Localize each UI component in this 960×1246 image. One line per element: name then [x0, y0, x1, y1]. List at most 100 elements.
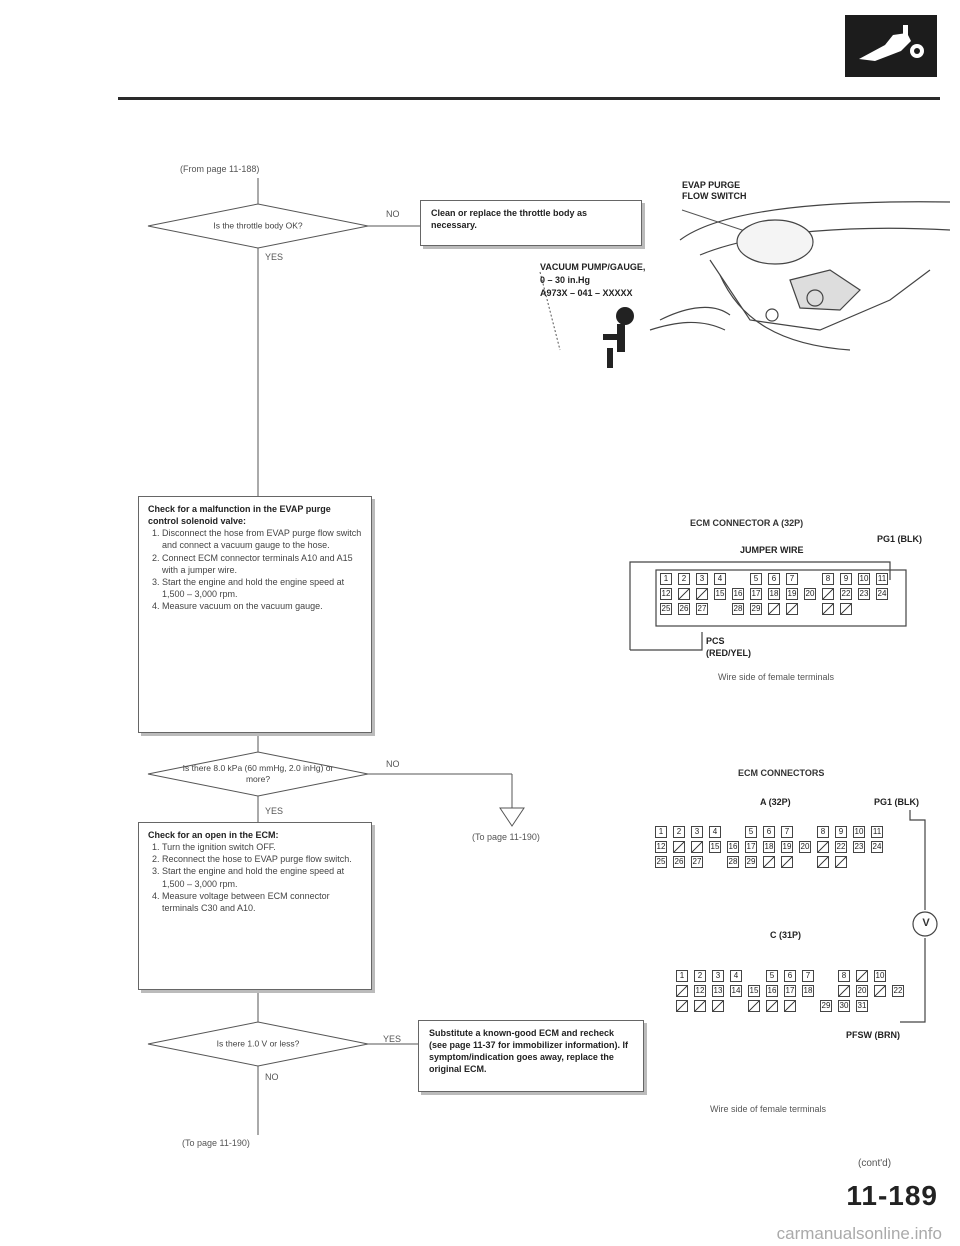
voltmeter-symbol: V: [922, 917, 930, 929]
connector-terminal: [840, 603, 852, 615]
q3-no-label: NO: [265, 1072, 279, 1082]
connector-terminal: 17: [784, 985, 796, 997]
connector-terminal: 18: [802, 985, 814, 997]
check-ecm-open: Check for an open in the ECM: Turn the i…: [138, 822, 372, 990]
connector-terminal: 25: [660, 603, 672, 615]
engine-illustration: [649, 201, 950, 351]
engine-section-icon: [845, 15, 937, 77]
connector-terminal: [835, 856, 847, 868]
connector-terminal: 13: [712, 985, 724, 997]
connector-terminal: 5: [766, 970, 778, 982]
from-page-ref: (From page 11-188): [180, 164, 260, 174]
connector-terminal: 3: [712, 970, 724, 982]
connector-terminal: 15: [709, 841, 721, 853]
connector2-a-label: A (32P): [760, 797, 791, 807]
connector-terminal: 29: [745, 856, 757, 868]
connector-terminal: 18: [768, 588, 780, 600]
check2-title: Check for an open in the ECM:: [148, 830, 279, 840]
vacuum-label-1: VACUUM PUMP/GAUGE,: [540, 262, 646, 272]
connector-terminal: 6: [784, 970, 796, 982]
connector-terminal: [673, 841, 685, 853]
connector-terminal: 30: [838, 1000, 850, 1012]
connector-terminal: 2: [694, 970, 706, 982]
connector-terminal: 20: [804, 588, 816, 600]
connector-terminal: 8: [822, 573, 834, 585]
connector-terminal: 12: [655, 841, 667, 853]
connector-terminal: 10: [858, 573, 870, 585]
connector-terminal: 27: [691, 856, 703, 868]
connector-terminal: 20: [856, 985, 868, 997]
connector-terminal: 2: [673, 826, 685, 838]
connector-terminal: [766, 1000, 778, 1012]
connector-terminal: 16: [727, 841, 739, 853]
connector-terminal: 8: [838, 970, 850, 982]
connector-terminal: [817, 856, 829, 868]
connector-terminal: 16: [766, 985, 778, 997]
connector-terminal: 31: [856, 1000, 868, 1012]
action-substitute-ecm: Substitute a known-good ECM and recheck …: [418, 1020, 644, 1092]
connector-terminal: 7: [781, 826, 793, 838]
connector-terminal: 2: [678, 573, 690, 585]
watermark: carmanualsonline.info: [776, 1224, 942, 1243]
connector-terminal: [712, 1000, 724, 1012]
connector-terminal: 8: [817, 826, 829, 838]
action-clean-throttle: Clean or replace the throttle body as ne…: [420, 200, 642, 246]
connector-terminal: 26: [678, 603, 690, 615]
q3-yes-label: YES: [383, 1034, 402, 1044]
connector-terminal: 6: [768, 573, 780, 585]
connector2-pfsw: PFSW (BRN): [846, 1030, 900, 1040]
connector2-pg1: PG1 (BLK): [874, 797, 919, 807]
decision-vacuum: Is there 8.0 kPa (60 mmHg, 2.0 inHg) or …: [182, 762, 334, 784]
to-page-b: (To page 11-190): [182, 1138, 250, 1148]
connector-terminal: 1: [660, 573, 672, 585]
connector-terminal: [696, 588, 708, 600]
connector-terminal: [786, 603, 798, 615]
connector2-wiring: [900, 810, 938, 1023]
connector-terminal: 9: [835, 826, 847, 838]
connector-terminal: 1: [676, 970, 688, 982]
connector-terminal: 7: [802, 970, 814, 982]
vacuum-gauge-icon: [603, 307, 634, 368]
connector-terminal: 29: [820, 1000, 832, 1012]
connector1-jumper: JUMPER WIRE: [740, 545, 804, 555]
decision-voltage: Is there 1.0 V or less?: [216, 1038, 300, 1049]
check1-steps: Disconnect the hose from EVAP purge flow…: [148, 527, 362, 612]
connector-terminal: 5: [750, 573, 762, 585]
connector-terminal: 29: [750, 603, 762, 615]
vacuum-label-3: A973X – 041 – XXXXX: [540, 288, 633, 298]
connector2-c-label: C (31P): [770, 930, 802, 940]
decision-throttle-body: Is the throttle body OK?: [213, 220, 303, 231]
connector-terminal: 22: [835, 841, 847, 853]
connector-terminal: 3: [696, 573, 708, 585]
connector-terminal: 19: [781, 841, 793, 853]
q2-no-label: NO: [386, 759, 400, 769]
connector1-pcs: PCS: [706, 636, 725, 646]
connector-terminal: [676, 1000, 688, 1012]
connector-terminal: 26: [673, 856, 685, 868]
q1-yes-label: YES: [265, 252, 284, 262]
connector-terminal: 4: [730, 970, 742, 982]
connector-terminal: 23: [853, 841, 865, 853]
connector-terminal: 28: [727, 856, 739, 868]
connector-terminal: 28: [732, 603, 744, 615]
connector-terminal: 15: [748, 985, 760, 997]
header-rule: [118, 97, 940, 100]
connector-terminal: 4: [709, 826, 721, 838]
check1-title: Check for a malfunction in the EVAP purg…: [148, 504, 331, 527]
connector-terminal: 11: [876, 573, 888, 585]
connector-terminal: 16: [732, 588, 744, 600]
connector-terminal: 11: [871, 826, 883, 838]
connector-terminal: [822, 588, 834, 600]
connector-terminal: [784, 1000, 796, 1012]
connector-terminal: [874, 985, 886, 997]
connector-terminal: 25: [655, 856, 667, 868]
connector-terminal: 9: [840, 573, 852, 585]
connector1-caption: Wire side of female terminals: [718, 672, 835, 682]
connector-terminal: [678, 588, 690, 600]
connector-terminal: 27: [696, 603, 708, 615]
check-evap-solenoid: Check for a malfunction in the EVAP purg…: [138, 496, 372, 733]
connector2-title: ECM CONNECTORS: [738, 768, 825, 778]
